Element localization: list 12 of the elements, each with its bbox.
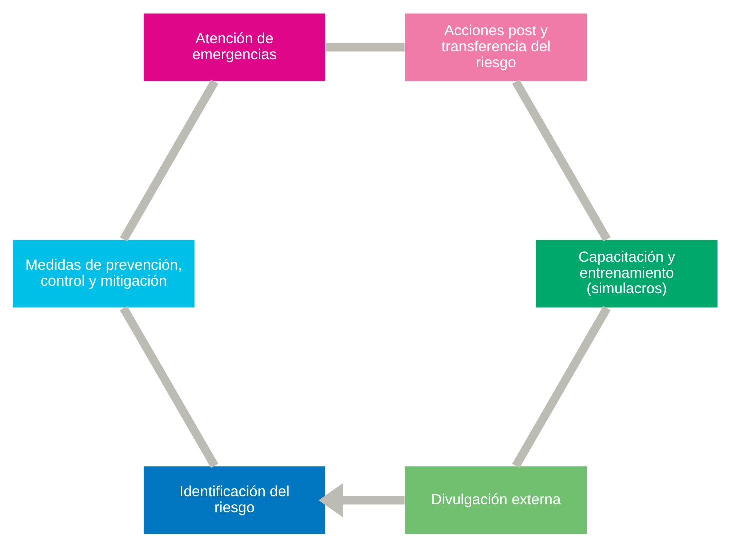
connector [512,306,611,468]
arrow [318,483,405,517]
node-box: Identificación del riesgo [142,465,327,535]
node-box: Medidas de prevención, control y mitigación [12,238,196,308]
connector [120,306,219,468]
connector [326,42,405,52]
connector [512,79,611,242]
node-box: Capacitación y entrenamiento (simulacros) [535,238,719,308]
node-box: Acciones post y transferencia del riesgo [404,12,588,82]
connector [120,79,219,242]
node-box: Divulgación externa [404,465,588,535]
node-box: Atención de emergencias [142,12,327,82]
